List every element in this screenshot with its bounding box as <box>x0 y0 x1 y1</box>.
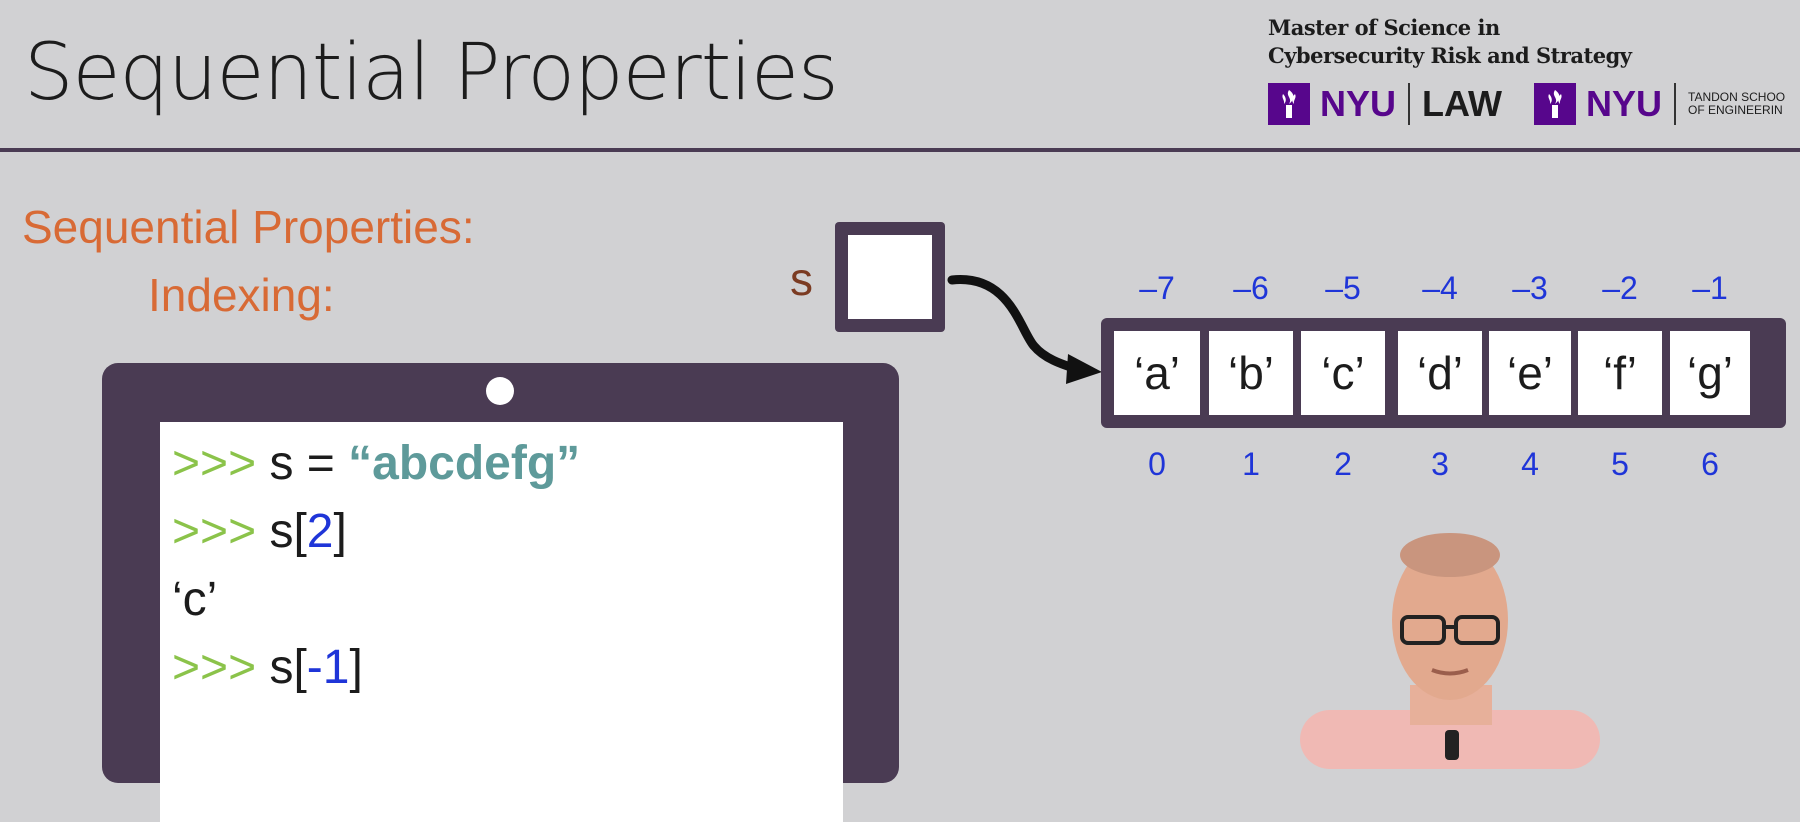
index-literal: 2 <box>306 505 334 558</box>
variable-box <box>835 222 945 332</box>
section-heading: Sequential Properties: <box>22 201 475 253</box>
tandon-logo-text: TANDON SCHOO OF ENGINEERIN <box>1688 90 1786 117</box>
torch-icon <box>1534 83 1576 125</box>
code-line: >>> s[-1] <box>172 640 363 695</box>
branding: Master of Science in Cybersecurity Risk … <box>1268 14 1800 132</box>
code-text: s[ <box>269 505 307 558</box>
positive-index-label: 2 <box>1334 446 1352 482</box>
negative-index-label: –2 <box>1602 270 1638 306</box>
string-array: ‘a’‘b’‘c’‘d’‘e’‘f’‘g’ <box>1101 318 1786 428</box>
law-logo-text: LAW <box>1422 83 1502 124</box>
positive-index-label: 4 <box>1521 446 1539 482</box>
array-cell: ‘e’ <box>1489 331 1571 415</box>
nyu-logo-text: NYU <box>1320 83 1397 124</box>
code-text: ] <box>333 505 347 558</box>
tablet-camera <box>486 377 514 405</box>
string-literal: “abcdefg” <box>348 437 581 490</box>
slide-header: Sequential Properties Master of Science … <box>0 0 1800 152</box>
array-cell: ‘a’ <box>1114 331 1200 415</box>
positive-index-label: 5 <box>1611 446 1629 482</box>
code-text: s[ <box>269 641 307 694</box>
slide-title: Sequential Properties <box>24 28 839 118</box>
negative-index-label: –3 <box>1512 270 1548 306</box>
code-prompt: >>> <box>172 641 257 694</box>
program-name-line2: Cybersecurity Risk and Strategy <box>1268 43 1632 68</box>
negative-index-label: –7 <box>1139 270 1175 306</box>
array-cell: ‘d’ <box>1398 331 1482 415</box>
code-output: ‘c’ <box>172 573 218 626</box>
torch-icon <box>1268 83 1310 125</box>
negative-index-label: –6 <box>1233 270 1269 306</box>
negative-index-label: –4 <box>1422 270 1458 306</box>
positive-index-label: 1 <box>1242 446 1260 482</box>
code-line: >>> s[2] <box>172 504 347 559</box>
section-subheading: Indexing: <box>148 269 335 321</box>
array-cell: ‘c’ <box>1301 331 1385 415</box>
code-prompt: >>> <box>172 505 257 558</box>
array-cell: ‘g’ <box>1670 331 1750 415</box>
code-text: ] <box>349 641 363 694</box>
logo-divider <box>1674 83 1677 125</box>
presenter-image <box>1300 533 1600 769</box>
positive-index-label: 0 <box>1148 446 1166 482</box>
array-cell: ‘f’ <box>1578 331 1662 415</box>
negative-index-label: –1 <box>1692 270 1728 306</box>
index-literal: -1 <box>306 641 350 694</box>
positive-index-label: 3 <box>1431 446 1449 482</box>
positive-index-label: 6 <box>1701 446 1719 482</box>
code-line: >>> s = “abcdefg” <box>172 436 580 491</box>
nyu-logo-text: NYU <box>1586 83 1663 124</box>
arrow-icon <box>947 275 1102 384</box>
header-divider <box>0 148 1800 152</box>
tablet-frame: >>> s = “abcdefg” >>> s[2] ‘c’ >>> s[-1] <box>102 363 899 822</box>
program-name-line1: Master of Science in <box>1268 15 1500 40</box>
code-prompt: >>> <box>172 437 257 490</box>
variable-label: s <box>790 253 813 305</box>
logo-row: NYU LAW NYU TANDON SCHOO OF ENGINEERIN <box>1268 80 1785 128</box>
negative-index-label: –5 <box>1325 270 1361 306</box>
code-text: s = <box>269 437 349 490</box>
code-screen: >>> s = “abcdefg” >>> s[2] ‘c’ >>> s[-1] <box>160 422 843 822</box>
logo-divider <box>1408 83 1411 125</box>
array-cell: ‘b’ <box>1209 331 1293 415</box>
